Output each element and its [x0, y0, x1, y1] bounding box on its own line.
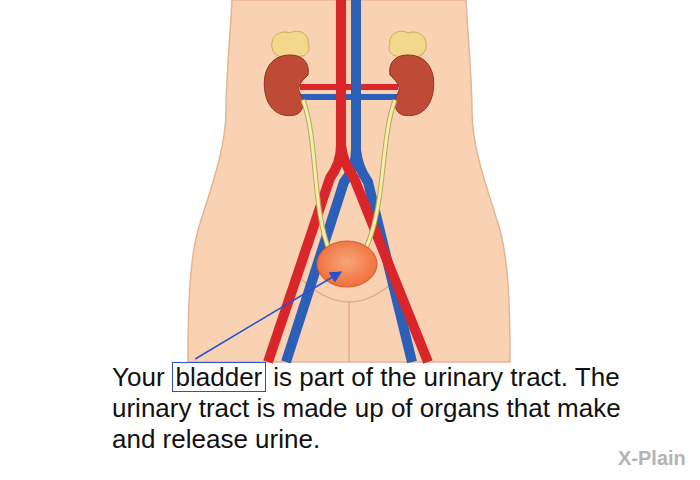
adrenal-gland [389, 31, 426, 58]
kidney [390, 55, 434, 116]
ureter-outline [303, 100, 395, 252]
leg-line [348, 302, 350, 362]
adrenal-gland [272, 31, 309, 58]
renal-vein [300, 94, 398, 100]
highlighted-word: bladder [176, 362, 263, 392]
watermark: X-Plain [618, 447, 686, 470]
aorta [268, 0, 428, 362]
ureter [303, 100, 395, 252]
highlight-box: bladder [172, 362, 267, 392]
renal-artery [300, 84, 398, 90]
leader-arrow [195, 272, 341, 359]
caption-text: Your [112, 362, 165, 392]
body-outline [188, 0, 510, 362]
watermark-text: X-Plain [618, 447, 686, 469]
caption-paragraph: Yourbladderis part of the urinary tract.… [112, 362, 660, 455]
kidney [264, 55, 308, 116]
